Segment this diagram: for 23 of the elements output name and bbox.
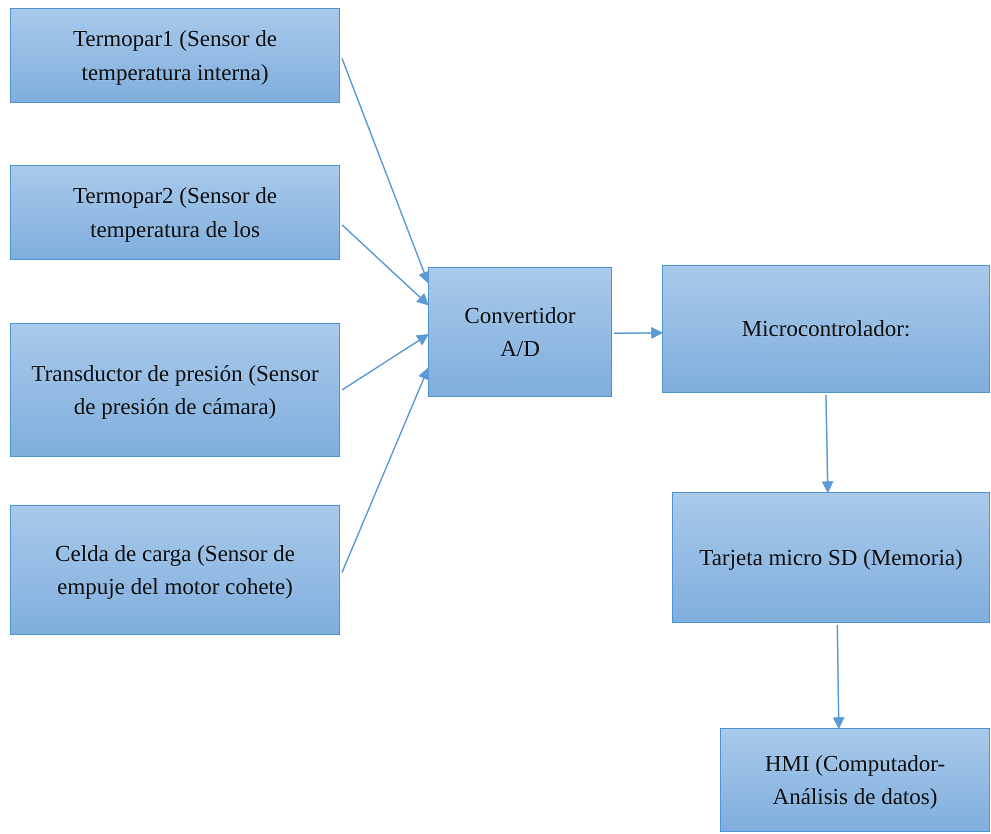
box-label: Termopar1 (Sensor de temperatura interna) [72, 25, 278, 87]
arrow [341, 367, 430, 573]
box-label: Transductor de presión (Sensor de presión de cámara) [30, 360, 320, 421]
arrow [342, 334, 429, 391]
box-label: Microcontrolador: [742, 315, 910, 344]
process-box [428, 267, 612, 397]
box-label: Tarjeta micro SD (Memoria) [699, 544, 963, 572]
arrow [341, 58, 430, 284]
process-box [10, 165, 340, 260]
arrow [832, 624, 845, 730]
process-box [672, 492, 990, 623]
arrow [342, 224, 429, 306]
process-box [720, 728, 990, 832]
process-box [662, 265, 990, 393]
arrow [822, 394, 834, 494]
process-box [10, 505, 340, 635]
process-box [10, 323, 340, 457]
box-label: Termopar2 (Sensor de temperatura de los [72, 182, 278, 244]
box-label: Convertidor A/D [463, 302, 577, 363]
arrow [614, 326, 664, 339]
process-box [10, 8, 340, 103]
box-label: HMI (Computador-Análisis de datos) [764, 750, 946, 811]
box-label: Celda de carga (Sensor de empuje del motor cohete) [54, 540, 296, 601]
